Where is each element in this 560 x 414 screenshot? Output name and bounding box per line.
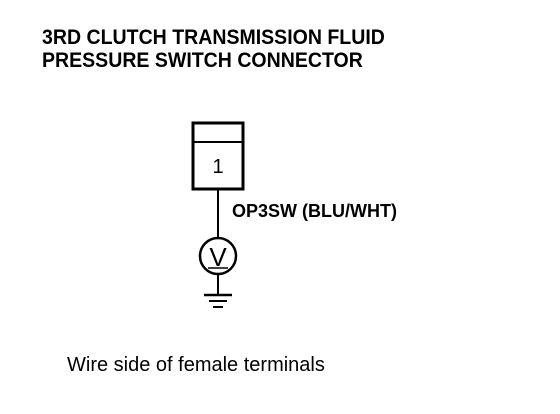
diagram-title: 3RD CLUTCH TRANSMISSION FLUID PRESSURE S… — [42, 26, 385, 72]
terminal-number: 1 — [212, 156, 223, 178]
title-line-2: PRESSURE SWITCH CONNECTOR — [42, 49, 363, 72]
ground-icon — [204, 293, 232, 308]
connector: 1 — [191, 121, 245, 191]
wire-label: OP3SW (BLU/WHT) — [232, 201, 397, 221]
voltmeter-symbol: V — [209, 242, 227, 272]
caption: Wire side of female terminals — [67, 354, 325, 376]
voltmeter-icon: V — [198, 236, 238, 276]
title-line-1: 3RD CLUTCH TRANSMISSION FLUID — [42, 26, 385, 49]
